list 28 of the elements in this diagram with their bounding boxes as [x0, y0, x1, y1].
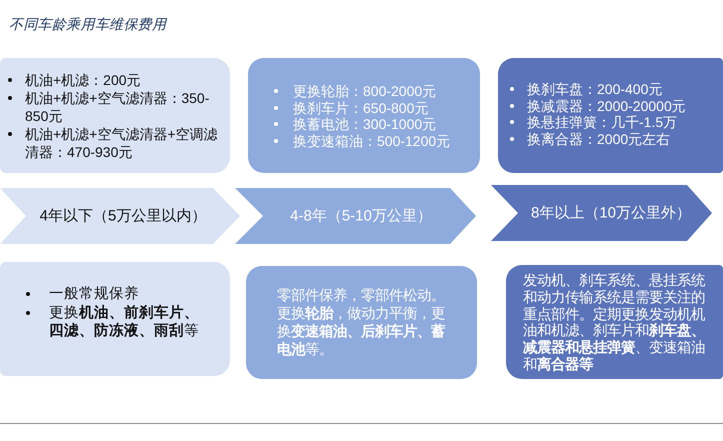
list-item: 换刹车片：650-800元	[293, 100, 430, 116]
list-item: 更换机油、前刹车片、四滤、防冻液、雨刮等	[49, 304, 200, 340]
list-item: 换减震器：2000-20000元	[527, 98, 687, 114]
list-item: 机油+机滤+空气滤清器+空调滤清器：470-930元	[25, 125, 219, 161]
stage-label: 4-8年（5-10万公里）	[290, 206, 432, 226]
description-text: 发动机、刹车系统、悬挂系统和动力传输系统是需要关注的重点部件。定期更换发动机机油和机滤、刹车片和刹车盘、减震器和悬挂弹簧、变速箱油和离合器等	[523, 273, 706, 374]
description-text: 零部件保养，零部件松动。更换轮胎，做动力平衡，更换变速箱油、后刹车片、蓄电池等。	[277, 287, 446, 359]
rounded-box	[0, 262, 230, 376]
title: 不同车龄乘用车维保费用	[9, 16, 166, 34]
chevron-banner	[235, 188, 476, 244]
list-item: 一般常规保养	[49, 285, 140, 304]
stage-label: 8年以上（10万公里外）	[530, 204, 692, 222]
rounded-box	[498, 58, 723, 173]
list-item: 换蓄电池：300-1000元	[293, 116, 438, 132]
list-item: 机油+机滤：200元	[25, 71, 142, 89]
list-item: 机油+机滤+空气滤清器：350-850元	[25, 89, 210, 125]
stage-label: 4年以下（5万公里以内）	[40, 206, 206, 226]
chevron-banner	[491, 185, 712, 241]
list-item: 更换轮胎：800-2000元	[293, 83, 438, 100]
rounded-box	[506, 265, 723, 379]
list-item: 换悬挂弹簧：几千-1.5万	[527, 114, 678, 130]
rounded-box	[248, 58, 480, 173]
rounded-box	[246, 266, 477, 379]
list-item: 换刹车盘：200-400元	[527, 81, 664, 98]
rounded-box	[0, 58, 230, 173]
list-item: 换离合器：2000元左右	[527, 130, 672, 147]
chevron-banner	[0, 188, 240, 244]
list-item: 换变速箱油：500-1200元	[293, 132, 452, 149]
